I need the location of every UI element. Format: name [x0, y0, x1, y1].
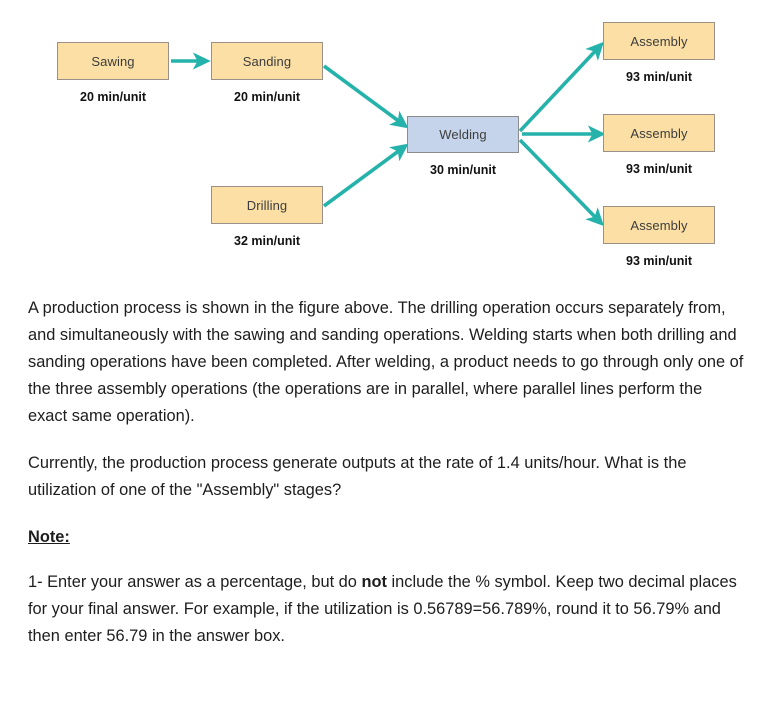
- arrow-sanding-to-welding: [322, 64, 409, 129]
- node-sanding: Sanding: [211, 42, 323, 80]
- arrow-welding-to-assembly-1: [518, 41, 604, 133]
- caption-assembly-2: 93 min/unit: [626, 162, 692, 176]
- node-sawing-label: Sawing: [91, 53, 135, 69]
- node-assembly-3: Assembly: [603, 206, 715, 244]
- arrow-welding-to-assembly-3: [518, 138, 605, 227]
- note-text-before-bold: 1- Enter your answer as a percentage, bu…: [28, 573, 362, 591]
- caption-assembly-1: 93 min/unit: [626, 70, 692, 84]
- caption-sanding: 20 min/unit: [234, 90, 300, 104]
- node-assembly-2-label: Assembly: [630, 125, 688, 141]
- node-assembly-1-label: Assembly: [630, 33, 688, 49]
- node-assembly-2: Assembly: [603, 114, 715, 152]
- note-text-bold: not: [361, 573, 387, 591]
- node-drilling-label: Drilling: [246, 197, 288, 213]
- node-assembly-1: Assembly: [603, 22, 715, 60]
- note-heading: Note:: [28, 528, 70, 546]
- note-text-after-bold: include the % symbol. Keep two decimal p…: [28, 573, 737, 645]
- flow-arrows-layer: [171, 41, 606, 227]
- node-welding: Welding: [407, 116, 519, 153]
- note-heading-row: Note:: [28, 524, 744, 551]
- node-welding-label: Welding: [439, 127, 487, 142]
- caption-assembly-3: 93 min/unit: [626, 254, 692, 268]
- paragraph-process-description: A production process is shown in the fig…: [28, 299, 744, 425]
- node-sanding-label: Sanding: [242, 53, 292, 69]
- node-assembly-3-label: Assembly: [630, 217, 688, 233]
- node-drilling: Drilling: [211, 186, 323, 224]
- caption-drilling: 32 min/unit: [234, 234, 300, 248]
- paragraph-question: Currently, the production process genera…: [28, 454, 687, 499]
- arrow-drilling-to-welding: [322, 143, 409, 208]
- question-text: A production process is shown in the fig…: [28, 295, 744, 650]
- caption-sawing: 20 min/unit: [80, 90, 146, 104]
- paragraph-note-1: 1- Enter your answer as a percentage, bu…: [28, 569, 744, 650]
- caption-welding: 30 min/unit: [430, 163, 496, 177]
- process-flow-diagram: Sawing 20 min/unit Sanding 20 min/unit D…: [0, 0, 770, 285]
- node-sawing: Sawing: [57, 42, 169, 80]
